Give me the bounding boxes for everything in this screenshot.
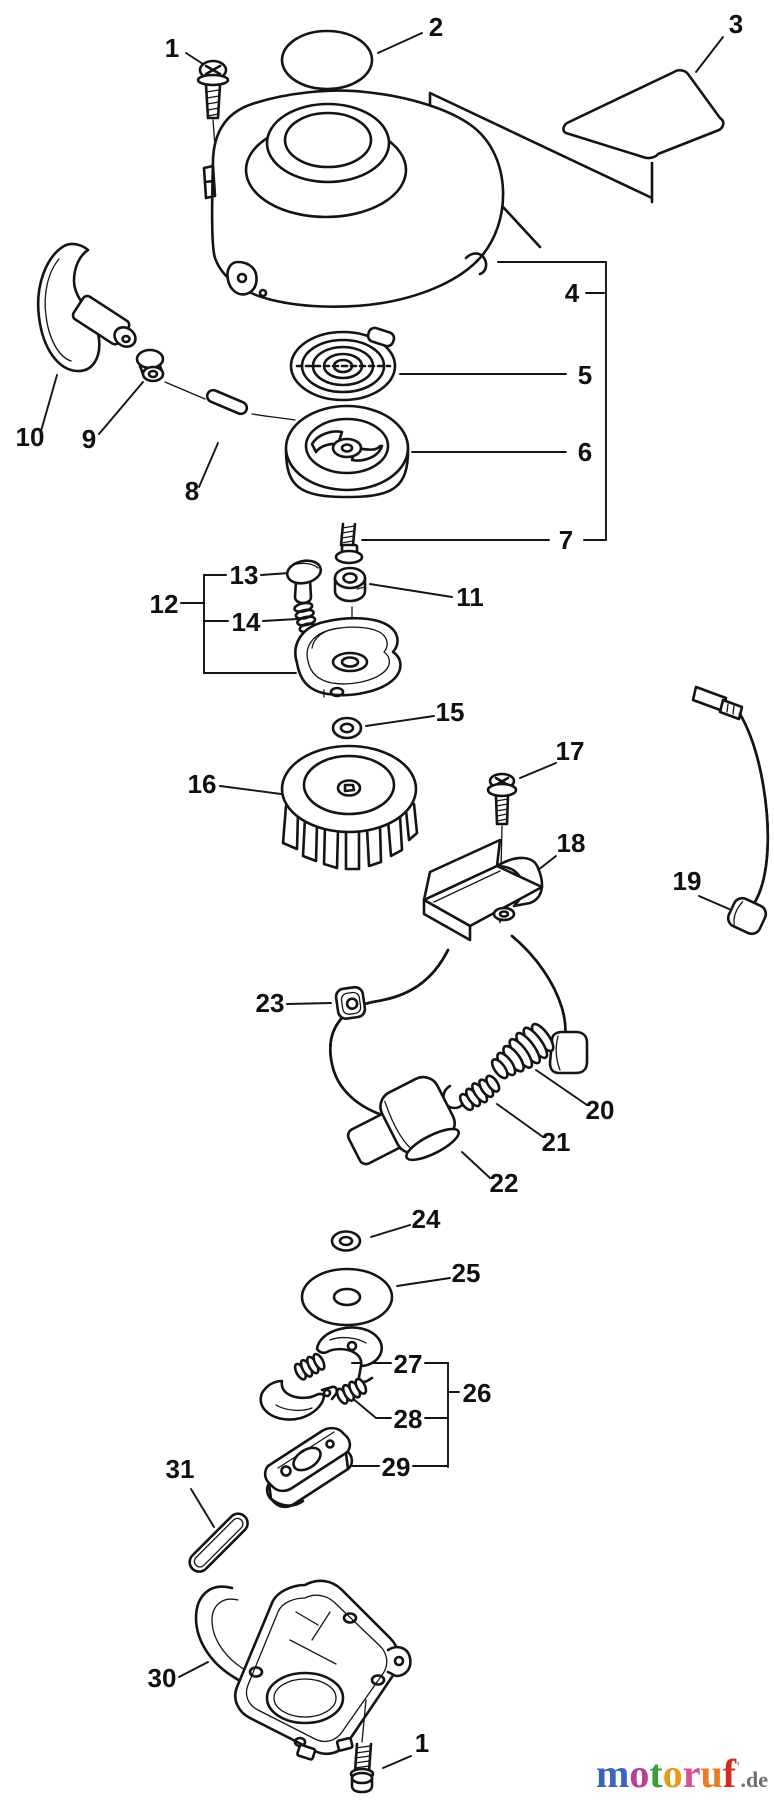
group-bracket-4 [497, 261, 607, 541]
logo-letter-f: f [722, 1751, 737, 1796]
pulley-screw-drawing [334, 522, 364, 565]
callout-3[interactable]: 3 [729, 9, 743, 39]
callout-24[interactable]: 24 [412, 1204, 441, 1234]
callout-20[interactable]: 20 [586, 1095, 615, 1125]
motoruf-logo[interactable]: motoruf'.de [596, 1754, 768, 1794]
starter-handle-drawing [36, 242, 137, 373]
callout-31[interactable]: 31 [166, 1454, 195, 1484]
mounting-screw-top-drawing [196, 59, 230, 161]
callout-11[interactable]: 11 [456, 582, 484, 612]
small-washer-drawing [330, 1230, 362, 1252]
clutch-shoes-drawing [259, 1326, 384, 1421]
group-bracket-12 [203, 574, 297, 674]
starter-rope-drawing [164, 381, 296, 421]
callout-18[interactable]: 18 [557, 828, 586, 858]
seal-strip-drawing [188, 1512, 249, 1573]
logo-letter-m: m [596, 1751, 630, 1796]
disc-washer-drawing [300, 1267, 394, 1327]
callout-29[interactable]: 29 [382, 1452, 411, 1482]
callout-21[interactable]: 21 [542, 1127, 571, 1157]
callout-10[interactable]: 10 [16, 422, 45, 452]
callout-30[interactable]: 30 [148, 1663, 177, 1693]
callout-19[interactable]: 19 [673, 866, 702, 896]
rope-bushing-drawing [135, 348, 165, 383]
callout-22[interactable]: 22 [490, 1168, 519, 1198]
recoil-spring-drawing [289, 326, 397, 402]
ignition-coil-drawing [329, 838, 589, 1117]
grommet-drawing [334, 985, 367, 1020]
callout-27[interactable]: 27 [394, 1349, 423, 1379]
logo-letter-o2: o [662, 1751, 683, 1796]
mounting-screw-bottom-drawing [349, 1699, 375, 1794]
clutch-springs-drawing [293, 1352, 368, 1405]
callout-4[interactable]: 4 [565, 278, 580, 308]
callout-15[interactable]: 15 [436, 697, 465, 727]
spacer-nut-drawing [333, 566, 367, 603]
ratchet-pawl-drawing [285, 559, 323, 605]
callout-13[interactable]: 13 [230, 560, 259, 590]
callout-14[interactable]: 14 [232, 607, 261, 637]
engine-base-drawing [194, 1579, 412, 1761]
callout-8[interactable]: 8 [185, 476, 199, 506]
logo-tld: .de [740, 1767, 769, 1792]
callout-6[interactable]: 6 [578, 437, 592, 467]
clutch-plate-drawing [263, 1426, 354, 1509]
callout-23[interactable]: 23 [256, 988, 285, 1018]
plug-cap-spring-drawing [490, 1022, 555, 1080]
corner-decal-drawing [562, 68, 725, 160]
callout-26[interactable]: 26 [463, 1378, 492, 1408]
callout-17[interactable]: 17 [556, 736, 585, 766]
lead-wire-drawing [691, 685, 769, 936]
callout-7[interactable]: 7 [559, 525, 573, 555]
spark-plug-cap-drawing [346, 1075, 461, 1166]
callout-5[interactable]: 5 [578, 360, 592, 390]
flywheel-fan-drawing [280, 744, 419, 871]
washer-drawing [331, 716, 363, 740]
callout-labels: 1 2 3 4 5 6 7 8 9 10 11 12 13 14 15 16 1… [16, 9, 744, 1758]
callout-12[interactable]: 12 [150, 589, 179, 619]
logo-mark: ' [736, 1759, 741, 1777]
callout-25[interactable]: 25 [452, 1258, 481, 1288]
callout-16[interactable]: 16 [188, 769, 217, 799]
leader-lines [40, 32, 730, 1769]
starter-case-drawing [202, 89, 505, 308]
logo-letter-u: u [700, 1751, 723, 1796]
small-spring-drawing [442, 1074, 501, 1112]
callout-9[interactable]: 9 [82, 424, 96, 454]
callout-1-bottom[interactable]: 1 [415, 1728, 429, 1758]
ratchet-guide-drawing [294, 606, 402, 698]
logo-letter-o1: o [629, 1751, 650, 1796]
rope-pulley-drawing [284, 404, 410, 499]
callout-28[interactable]: 28 [394, 1404, 423, 1434]
round-decal-drawing [280, 29, 374, 91]
logo-letter-t: t [649, 1751, 663, 1796]
callout-2[interactable]: 2 [429, 12, 443, 42]
logo-letter-r: r [682, 1751, 701, 1796]
callout-1-top[interactable]: 1 [165, 33, 179, 63]
